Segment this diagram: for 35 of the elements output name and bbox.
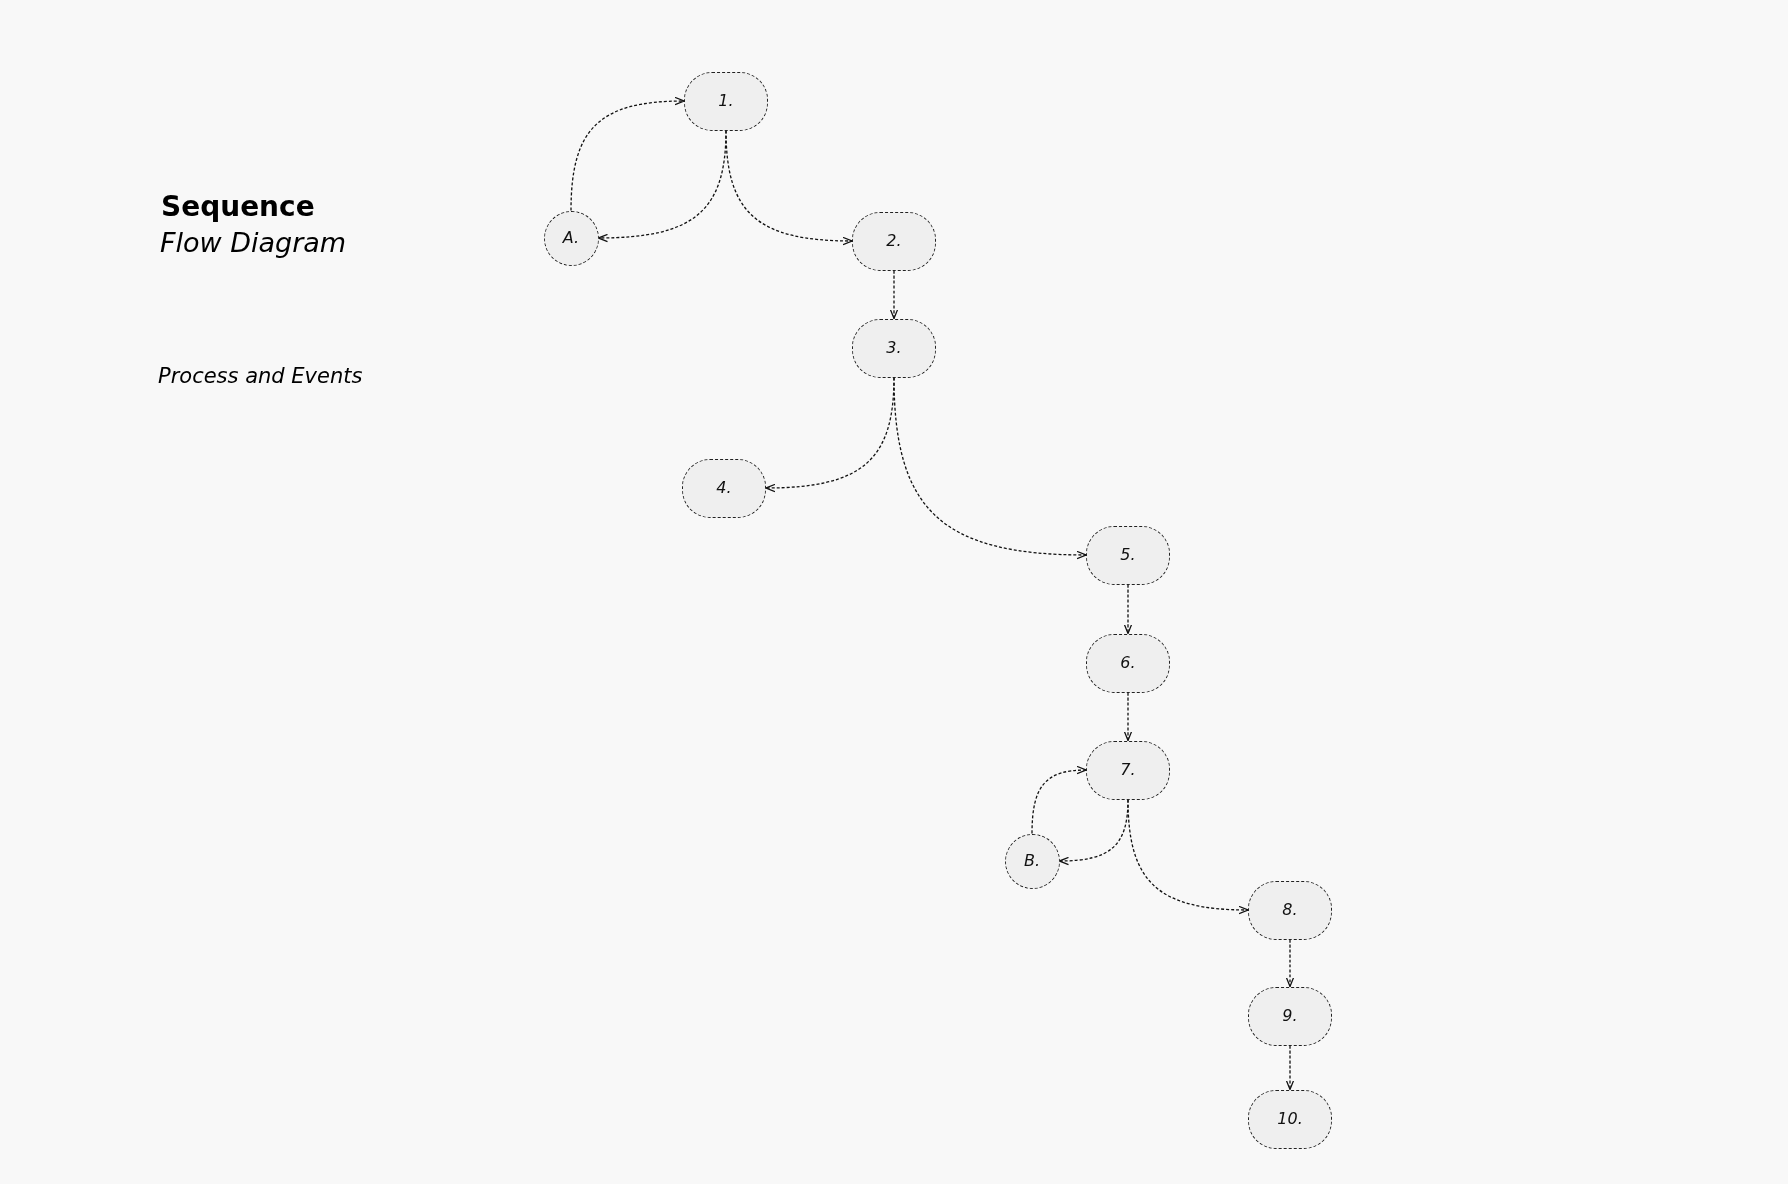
step-number: 4. <box>716 477 732 499</box>
process-box <box>684 71 768 131</box>
arrow <box>1285 1044 1295 1091</box>
arrow <box>893 376 1087 559</box>
arrow <box>570 97 685 212</box>
process-box <box>1086 633 1170 693</box>
arrow <box>1123 691 1133 742</box>
step-number: 7. <box>1120 759 1136 781</box>
step-number: 6. <box>1120 652 1136 674</box>
section-label: Process and Events <box>158 366 363 387</box>
process-box <box>1248 1089 1332 1149</box>
process-box <box>852 211 936 271</box>
process-box <box>682 458 766 518</box>
arrow <box>1031 766 1087 835</box>
step-number: 2. <box>886 230 902 252</box>
subtitle: Flow Diagram <box>160 229 347 256</box>
process-box <box>1086 740 1170 800</box>
step-number: 3. <box>886 337 902 359</box>
step-number: 10. <box>1277 1108 1303 1130</box>
process-box <box>1248 986 1332 1046</box>
step-number: 8. <box>1282 899 1298 921</box>
arrow <box>725 129 853 245</box>
arrow <box>1123 583 1133 635</box>
arrow <box>889 269 899 320</box>
arrow <box>1127 798 1249 914</box>
step-number: 9. <box>1282 1005 1298 1027</box>
process-box <box>852 318 936 378</box>
step-number: B. <box>1023 850 1041 872</box>
step-number: 5. <box>1120 544 1136 566</box>
arrow <box>1285 938 1295 988</box>
step-number: A. <box>562 227 580 249</box>
process-box <box>1086 525 1170 585</box>
process-box <box>1248 880 1332 940</box>
step-number: 1. <box>718 90 734 112</box>
title: Sequence <box>161 193 315 221</box>
